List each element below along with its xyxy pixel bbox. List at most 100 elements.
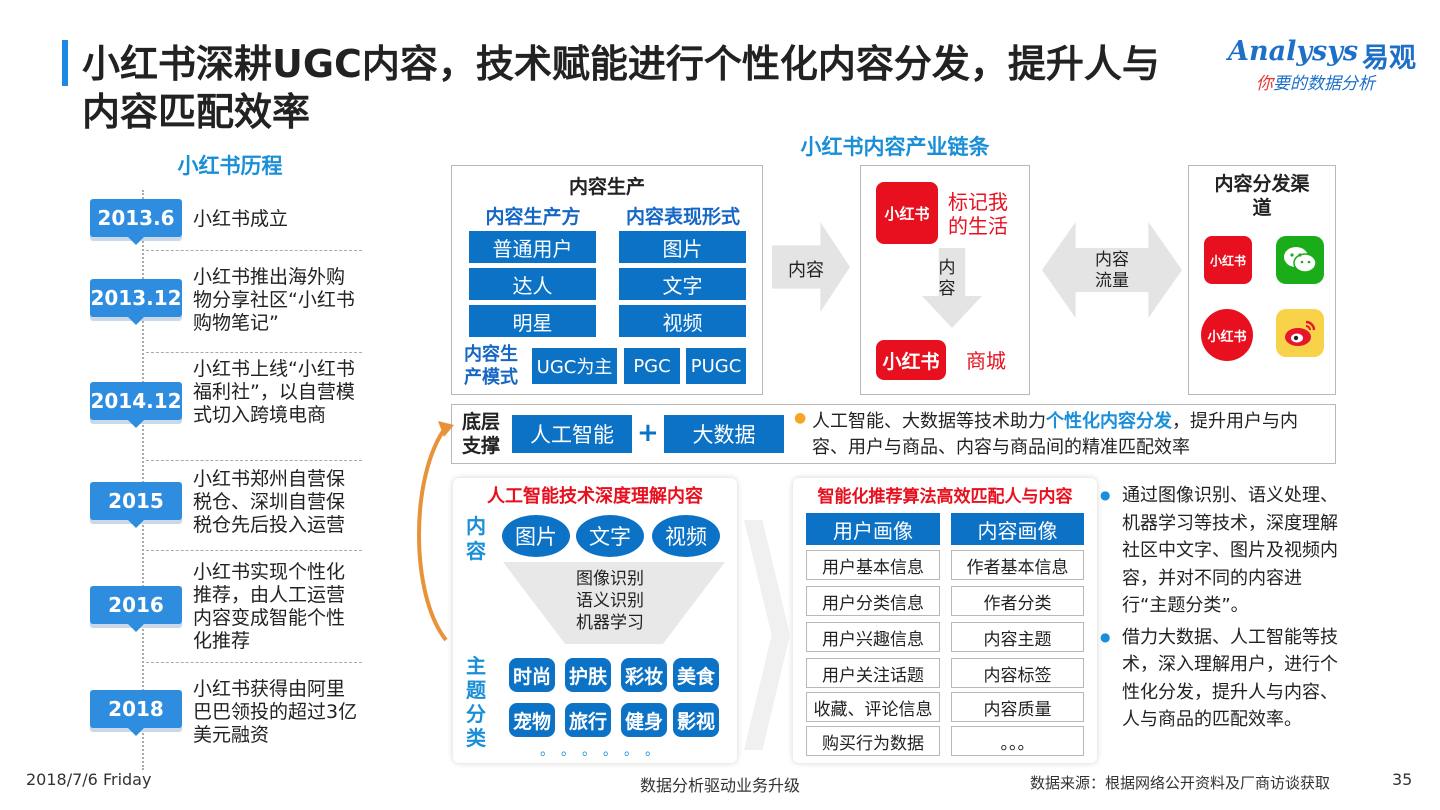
logo-slogan-rest: 要的数据分析 [1273, 74, 1375, 94]
analysys-logo: Analysys 易观 你要的数据分析 [1228, 36, 1418, 94]
topic-tag: 护肤 [565, 658, 611, 692]
content-profile-cell: 内容质量 [951, 692, 1084, 722]
logo-brand-cn: 易观 [1362, 43, 1416, 74]
summary-bullet: 通过图像识别、语义处理、机器学习等技术，深度理解社区中文字、图片及视频内容，并对… [1100, 482, 1340, 620]
content-profile-cell: 作者基本信息 [951, 550, 1084, 580]
topic-tag: 影视 [673, 703, 719, 737]
panel-connector-arrow [744, 520, 790, 750]
xiaohongshu-app-icon: 小红书 [876, 182, 938, 244]
page-number: 35 [1392, 770, 1413, 789]
content-profile-cell: 作者分类 [951, 586, 1084, 616]
logo-brand: Analysys [1228, 36, 1359, 67]
plus-sign: + [637, 418, 659, 448]
topic-tag: 宠物 [509, 703, 555, 737]
recommend-panel-title: 智能化推荐算法高效匹配人与内容 [817, 487, 1073, 507]
timeline-year: 2014.12 [90, 382, 182, 428]
content-type-oval: 视频 [652, 515, 720, 557]
producers-label: 内容生产方 [485, 206, 581, 228]
user-profile-cell: 用户分类信息 [806, 586, 940, 616]
page-title: 小红书深耕UGC内容，技术赋能进行个性化内容分发，提升人与内容匹配效率 [82, 42, 1160, 134]
producer-chip: 普通用户 [469, 231, 596, 263]
technique-item: 语义识别 [576, 591, 644, 611]
content-profile-cell: 。。。 [951, 726, 1084, 756]
mode-chip: PGC [624, 348, 680, 384]
timeline-separator [146, 550, 362, 551]
format-chip: 图片 [619, 231, 746, 263]
bullet-dot: ● [794, 410, 807, 426]
content-type-oval: 图片 [502, 515, 570, 557]
timeline-text: 小红书郑州自营保税仓、深圳自营保税仓先后投入运营 [193, 468, 346, 536]
content-type-oval: 文字 [576, 515, 644, 557]
chain-heading: 小红书内容产业链条 [800, 135, 990, 159]
platform-slogan: 标记我的生活 [948, 190, 1008, 238]
producer-chip: 达人 [469, 268, 596, 300]
timeline-heading: 小红书历程 [177, 154, 283, 178]
timeline-text: 小红书成立 [193, 208, 289, 230]
producer-chip: 明星 [469, 305, 596, 337]
ai-panel-title: 人工智能技术深度理解内容 [487, 486, 703, 507]
user-profile-cell: 购买行为数据 [806, 726, 940, 756]
logo-slogan: 你要的数据分析 [1256, 69, 1375, 94]
topic-tag: 旅行 [565, 703, 611, 737]
summary-bullets: 通过图像识别、语义处理、机器学习等技术，深度理解社区中文字、图片及视频内容，并对… [1100, 482, 1340, 738]
arrow-label: 内容 [788, 260, 824, 281]
mall-label: 商城 [966, 349, 1006, 373]
footer-date: 2018/7/6 Friday [26, 770, 152, 789]
footer-center: 数据分析驱动业务升级 [640, 776, 801, 795]
timeline-separator [146, 250, 362, 251]
topic-tag: 时尚 [509, 658, 555, 692]
content-label: 内容 [466, 514, 486, 563]
tech-chip-ai: 人工智能 [512, 415, 632, 453]
timeline-separator [146, 662, 362, 663]
topic-tag: 健身 [621, 703, 667, 737]
xiaohongshu-round-icon: 小红书 [1201, 309, 1253, 361]
content-profile-head: 内容画像 [951, 513, 1084, 545]
down-arrow-label: 内容 [938, 258, 956, 299]
base-description: 人工智能、大数据等技术助力个性化内容分发，提升用户与内容、用户与商品、内容与商品… [812, 411, 1298, 458]
summary-bullet: 借力大数据、人工智能等技术，深入理解用户，进行个性化分发，提升人与内容、人与商品… [1100, 624, 1340, 734]
timeline-separator [146, 460, 362, 461]
user-profile-cell: 收藏、评论信息 [806, 692, 940, 722]
xiaohongshu-icon: 小红书 [1204, 236, 1252, 284]
mode-chip: UGC为主 [532, 348, 617, 384]
content-profile-cell: 内容标签 [951, 658, 1084, 688]
timeline-line [142, 190, 144, 770]
timeline-separator [146, 352, 362, 353]
user-profile-cell: 用户关注话题 [806, 658, 940, 688]
user-profile-head: 用户画像 [806, 513, 940, 545]
production-title: 内容生产 [568, 176, 645, 198]
xiaohongshu-mall-logo: 小红书 [876, 340, 946, 380]
timeline-text: 小红书推出海外购物分享社区“小红书购物笔记” [193, 266, 355, 334]
base-label: 底层支撑 [461, 411, 500, 457]
timeline-year: 2013.6 [90, 199, 182, 245]
mode-label: 内容生产模式 [464, 344, 518, 388]
topics-ellipsis: 。。。。。。 [540, 743, 673, 759]
arrow2-label: 内容流量 [1095, 250, 1129, 291]
topic-tag: 彩妆 [621, 658, 667, 692]
feedback-curve-arrow [417, 421, 454, 642]
timeline-year: 2015 [90, 482, 182, 528]
timeline-year: 2018 [90, 690, 182, 736]
timeline-text: 小红书获得由阿里巴巴领投的超过3亿美元融资 [193, 678, 358, 746]
tech-chip-bigdata: 大数据 [664, 415, 784, 453]
user-profile-cell: 用户基本信息 [806, 550, 940, 580]
user-profile-cell: 用户兴趣信息 [806, 622, 940, 652]
mode-chip: PUGC [686, 348, 746, 384]
technique-item: 机器学习 [576, 613, 644, 633]
timeline-text: 小红书实现个性化推荐，由人工运营内容变成智能个性化推荐 [193, 561, 346, 652]
content-profile-cell: 内容主题 [951, 622, 1084, 652]
wechat-icon [1276, 236, 1324, 284]
timeline-year: 2013.12 [90, 279, 182, 325]
format-chip: 文字 [619, 268, 746, 300]
timeline-text: 小红书上线“小红书福利社”，以自营模式切入跨境电商 [193, 358, 355, 426]
distribution-title: 内容分发渠道 [1214, 173, 1310, 219]
format-chip: 视频 [619, 305, 746, 337]
topic-label: 主题分类 [466, 654, 486, 750]
logo-slogan-lead: 你 [1256, 74, 1273, 94]
title-accent-bar [62, 40, 68, 86]
technique-item: 图像识别 [576, 569, 644, 589]
timeline-year: 2016 [90, 586, 182, 632]
footer-source: 数据来源：根据网络公开资料及厂商访谈获取 [1030, 774, 1331, 792]
weibo-icon [1276, 309, 1324, 357]
topic-tag: 美食 [673, 658, 719, 692]
